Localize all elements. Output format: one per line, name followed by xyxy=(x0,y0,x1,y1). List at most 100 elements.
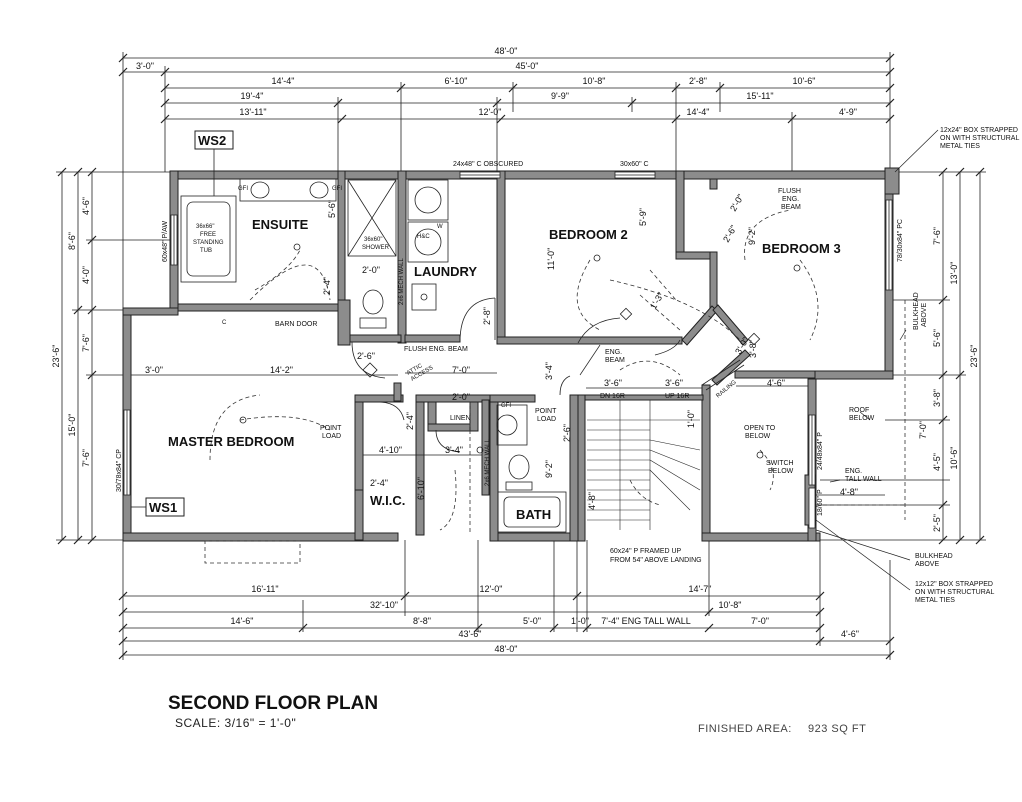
note-up: UP 16R xyxy=(665,393,689,400)
dim-hall-7-0: 7'-0" xyxy=(452,365,470,375)
note-box-top-1: 12x24" BOX STRAPPED xyxy=(940,127,1018,134)
note-point-load-2: LOAD xyxy=(322,433,341,440)
note-win-18: 18/60" P xyxy=(817,489,824,516)
dim-bed3-3-8: 3'-8" xyxy=(748,340,758,358)
bulkhead-dashes xyxy=(204,300,906,564)
dim-right-b-3: 4'-5" xyxy=(932,453,942,471)
dim-top-r1-3: 2'-8" xyxy=(689,76,707,86)
note-point-load-1: POINT xyxy=(320,425,342,432)
dim-bed2-3-4: 3'-4" xyxy=(544,362,554,380)
dim-bottom-overall: 48'-0" xyxy=(495,644,518,654)
note-bulkhead-side-2: ABOVE xyxy=(921,303,928,327)
dim-hall-2-0: 2'-0" xyxy=(452,392,470,402)
dim-right-a-1: 10'-6" xyxy=(949,447,959,470)
right-dimension-ticks xyxy=(938,167,985,545)
stair-treads xyxy=(587,400,701,530)
room-wic: W.I.C. xyxy=(370,493,405,508)
dim-bottom-r4-1: 4'-6" xyxy=(841,629,859,639)
dim-wic-2-4: 2'-4" xyxy=(405,412,415,430)
walls xyxy=(122,167,900,542)
note-tub-3: STANDING xyxy=(193,240,224,246)
dim-top-r1-1: 6'-10" xyxy=(445,76,468,86)
room-bedroom-2: BEDROOM 2 xyxy=(549,227,628,242)
dim-closet-1-3: 1'-3" xyxy=(648,290,666,311)
ws2-tag: WS2 xyxy=(198,133,226,148)
dim-left-a-1: 15'-0" xyxy=(67,414,77,437)
dim-stair-1-0: 1'-0" xyxy=(686,410,696,428)
dim-closet-2-6: 2'-6" xyxy=(721,223,739,244)
leader-lines xyxy=(579,129,939,591)
dim-right-b-2: 3'-8" xyxy=(932,389,942,407)
dim-master-left: 3'-0" xyxy=(145,365,163,375)
note-flush-b3-2: ENG. xyxy=(782,196,799,203)
dim-top-r2-1: 9'-9" xyxy=(551,91,569,101)
electrical-circuits xyxy=(209,209,819,531)
note-eng-tall-1: ENG. xyxy=(845,468,862,475)
note-linen: LINEN xyxy=(450,415,471,422)
note-open-below-2: BELOW xyxy=(745,433,771,440)
dim-stair-3-6a: 3'-6" xyxy=(604,378,622,388)
note-w: W xyxy=(437,224,443,230)
note-point-load-b-1: POINT xyxy=(535,408,557,415)
note-tub-4: TUB xyxy=(200,248,212,254)
ws1-tag: WS1 xyxy=(149,500,177,515)
bottom-dimension-lines xyxy=(122,540,891,660)
note-flush-b3-3: BEAM xyxy=(781,204,801,211)
note-box-top-3: METAL TIES xyxy=(940,143,980,150)
finished-area-value: 923 SQ FT xyxy=(808,723,867,735)
dim-left-b-3: 7'-6" xyxy=(81,449,91,467)
dim-left-b-1: 4'-0" xyxy=(81,266,91,284)
dim-bottom-r3-4: 7'-4" ENG TALL WALL xyxy=(601,616,690,626)
note-eng-tall-2: TALL WALL xyxy=(845,476,882,483)
dim-laundry-2-8: 2'-8" xyxy=(482,307,492,325)
room-master-bedroom: MASTER BEDROOM xyxy=(168,434,294,449)
windows xyxy=(123,171,893,529)
top-dimension-lines xyxy=(122,52,891,318)
note-gfi-3: GFI xyxy=(501,403,511,409)
note-box-top-2: ON WITH STRUCTURAL xyxy=(940,135,1019,142)
note-open-below-1: OPEN TO xyxy=(744,425,776,432)
dim-bottom-r3-5: 7'-0" xyxy=(751,616,769,626)
note-eng-beam-2: BEAM xyxy=(605,357,625,364)
dim-right-a-0: 13'-0" xyxy=(949,262,959,285)
dim-left-b-0: 4'-6" xyxy=(81,197,91,215)
note-roof-below-1: ROOF xyxy=(849,407,869,414)
dim-bottom-r1-1: 12'-0" xyxy=(480,584,503,594)
interior-dims xyxy=(131,372,885,496)
dim-top-r2-0: 19'-4" xyxy=(241,91,264,101)
note-bulkhead-side-1: BULKHEAD xyxy=(913,292,920,330)
room-bath: BATH xyxy=(516,507,551,522)
dim-top-r1-4: 10'-6" xyxy=(793,76,816,86)
dim-bed3-9-2: 9'-2" xyxy=(747,227,757,245)
note-box-bottom-2: ON WITH STRUCTURAL xyxy=(915,589,994,596)
note-framed-2: FROM 54" ABOVE LANDING xyxy=(610,557,702,564)
dim-top-r1-0: 14'-4" xyxy=(272,76,295,86)
note-box-bottom-1: 12x12" BOX STRAPPED xyxy=(915,581,993,588)
dim-top-r1-2: 10'-8" xyxy=(583,76,606,86)
dim-bottom-r3-3: 1'-0" xyxy=(571,616,589,626)
room-laundry: LAUNDRY xyxy=(414,264,477,279)
note-mech-wall-2: 2x6 MECH WALL xyxy=(485,439,491,486)
room-ensuite: ENSUITE xyxy=(252,217,309,232)
dim-right-b-4: 2'-5" xyxy=(932,514,942,532)
left-dimension-ticks xyxy=(57,167,97,545)
dim-wic-4-10: 4'-10" xyxy=(379,445,402,455)
dim-closet-2-0: 2'-0" xyxy=(728,192,746,213)
note-dn: DN 16R xyxy=(600,393,625,400)
note-obscured: 24x48" C OBSCURED xyxy=(453,161,523,168)
note-win-78: 78/30x84" PC xyxy=(897,219,904,262)
dim-top-r3-1: 12'-0" xyxy=(479,107,502,117)
note-win-30-78: 30/78x84" CP xyxy=(116,449,123,492)
note-switch-below-2: BELOW xyxy=(768,468,794,475)
finished-area-label: FINISHED AREA: xyxy=(698,723,792,735)
dim-hall-2-6: 2'-6" xyxy=(357,351,375,361)
dim-right-b-0: 7'-6" xyxy=(932,227,942,245)
dim-top-r2-2: 15'-11" xyxy=(746,91,773,101)
dim-bed2-h: 11'-0" xyxy=(546,248,556,270)
top-dimension-ticks xyxy=(118,53,895,124)
note-roof-below-2: BELOW xyxy=(849,415,875,422)
dim-ens-2-4: 2'-4" xyxy=(322,277,332,295)
door-swings xyxy=(351,297,681,453)
dim-left-b-2: 7'-6" xyxy=(81,334,91,352)
